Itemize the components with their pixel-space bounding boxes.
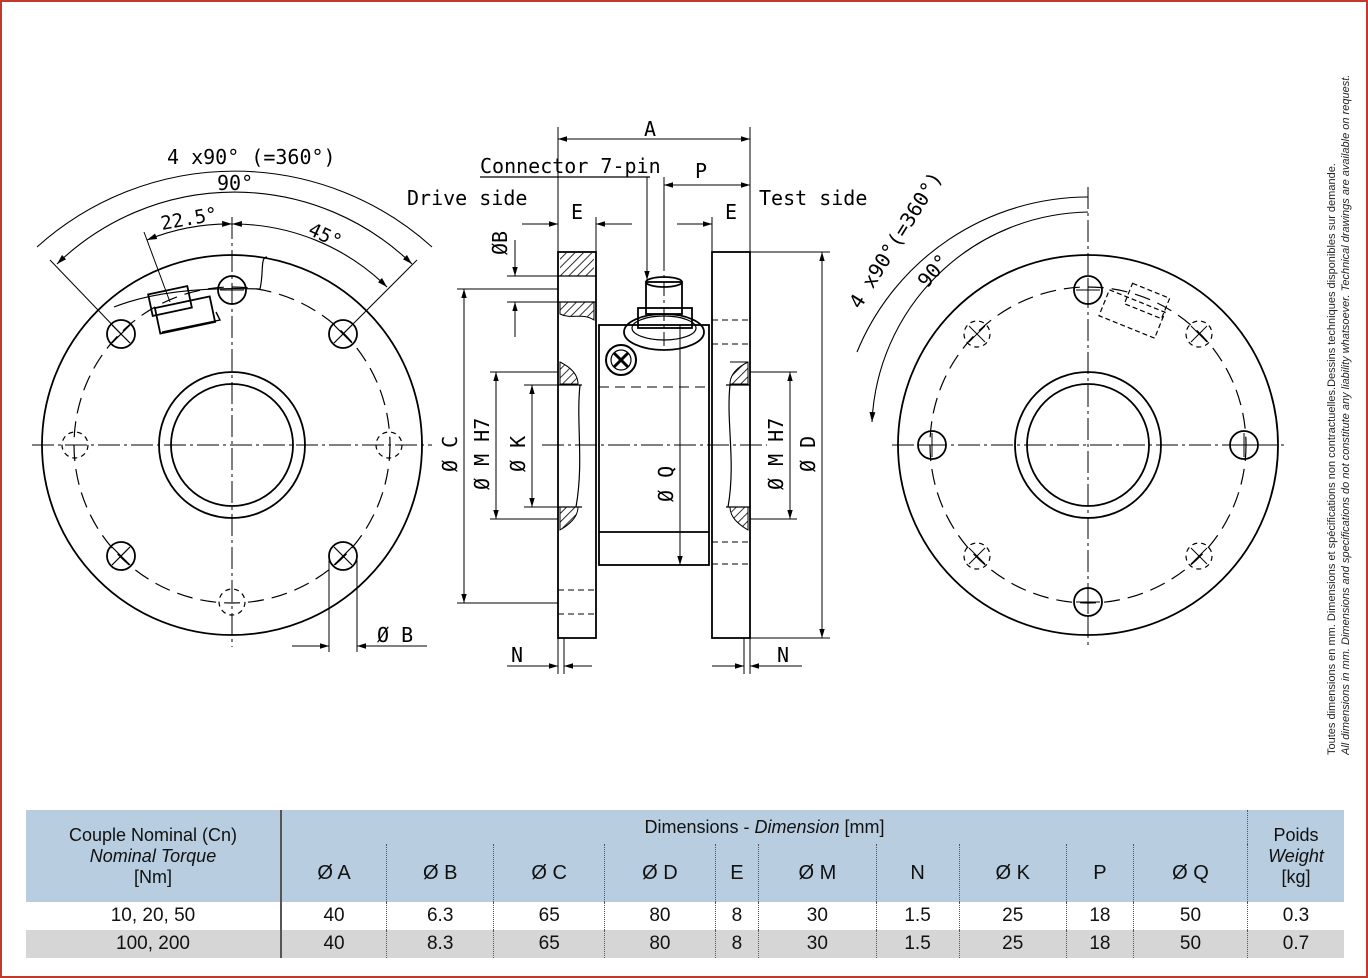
header-nominal-torque: Couple Nominal (Cn) Nominal Torque [Nm]: [26, 810, 282, 902]
right-rear-view: [856, 187, 1287, 647]
note-french: Toutes dimensions en mm. Dimensions et s…: [1326, 163, 1338, 755]
cell-torque: 100, 200: [26, 930, 282, 958]
drive-side-label: Drive side: [407, 186, 527, 210]
dim-e-left-label: E: [571, 200, 583, 224]
side-section-view: [542, 251, 767, 639]
cell-value: 50: [1132, 930, 1248, 958]
cell-value: 8: [714, 930, 759, 958]
col-k: Ø K: [958, 844, 1067, 902]
table-row: 10, 20, 50 40 6.3 65 80 8 30 1.5 25 18 5…: [26, 902, 1344, 930]
dim-b-label: ØB: [488, 231, 512, 255]
dim-n-right-label: N: [777, 643, 789, 667]
technical-drawing: 4 x90° (=360°) 90° 22.5° 45° Ø B: [32, 117, 1287, 674]
left-angle-22-5-label: 22.5°: [159, 203, 219, 235]
cell-value: 8.3: [386, 930, 494, 958]
cell-value: 18: [1065, 902, 1134, 930]
dim-m-right-label: Ø M H7: [764, 418, 788, 490]
test-side-label: Test side: [759, 186, 867, 210]
dim-m-left-label: Ø M H7: [470, 418, 494, 490]
left-view-connector: [147, 285, 222, 335]
cell-value: 6.3: [386, 902, 494, 930]
specifications-table: Couple Nominal (Cn) Nominal Torque [Nm] …: [26, 810, 1344, 958]
disclaimer-notes: Toutes dimensions en mm. Dimensions et s…: [1318, 30, 1358, 756]
dim-p-label: P: [695, 159, 707, 183]
col-c: Ø C: [493, 844, 605, 902]
cell-value: 18: [1065, 930, 1134, 958]
right-angle-90-label: 90°: [912, 249, 954, 292]
note-english: All dimensions in mm. Dimensions and spe…: [1340, 75, 1352, 755]
cell-value: 25: [958, 930, 1067, 958]
col-q: Ø Q: [1132, 844, 1248, 902]
dim-c-label: Ø C: [438, 436, 462, 472]
cell-value: 50: [1132, 902, 1248, 930]
cell-value: 1.5: [875, 930, 960, 958]
header-dimensions: Dimensions - Dimension [mm]: [281, 810, 1248, 844]
cell-value: 1.5: [875, 902, 960, 930]
table-row: 100, 200 40 8.3 65 80 8 30 1.5 25 18 50 …: [26, 930, 1344, 958]
left-angle-90-label: 90°: [217, 171, 253, 195]
col-a: Ø A: [281, 844, 387, 902]
col-e: E: [714, 844, 759, 902]
cell-torque: 10, 20, 50: [26, 902, 282, 930]
col-d: Ø D: [604, 844, 716, 902]
dim-d-label: Ø D: [796, 436, 820, 472]
col-p: P: [1065, 844, 1134, 902]
cell-value: 40: [323, 905, 345, 926]
cell-value: 30: [758, 902, 877, 930]
left-angle-total-label: 4 x90° (=360°): [167, 145, 336, 169]
dim-q-label: Ø Q: [654, 466, 678, 502]
cell-value: 65: [493, 902, 605, 930]
left-front-view: [32, 170, 433, 652]
cell-value: 30: [758, 930, 877, 958]
cell-value: 40: [281, 930, 387, 958]
header-weight: Poids Weight [kg]: [1247, 810, 1344, 902]
connector-label: Connector 7-pin: [480, 154, 661, 178]
cell-value: 25: [958, 902, 1067, 930]
cell-value: 80: [604, 902, 716, 930]
dim-n-left-label: N: [511, 643, 523, 667]
cell-value: 65: [493, 930, 605, 958]
dim-a-label: A: [644, 117, 656, 141]
dim-e-right-label: E: [725, 200, 737, 224]
left-hole-dim-label: Ø B: [377, 623, 413, 647]
right-view-hidden-connector: [1098, 282, 1171, 339]
cell-weight: 0.7: [1247, 930, 1344, 958]
col-b: Ø B: [386, 844, 494, 902]
right-bolt-holes: [917, 275, 1259, 617]
cell-weight: 0.3: [1247, 902, 1344, 930]
dim-k-label: Ø K: [506, 436, 530, 472]
col-n: N: [875, 844, 960, 902]
col-m: Ø M: [758, 844, 877, 902]
cell-value: 80: [604, 930, 716, 958]
cell-value: 8: [714, 902, 759, 930]
left-angle-45-label: 45°: [305, 219, 345, 253]
side-view-dimensions: [457, 127, 830, 674]
